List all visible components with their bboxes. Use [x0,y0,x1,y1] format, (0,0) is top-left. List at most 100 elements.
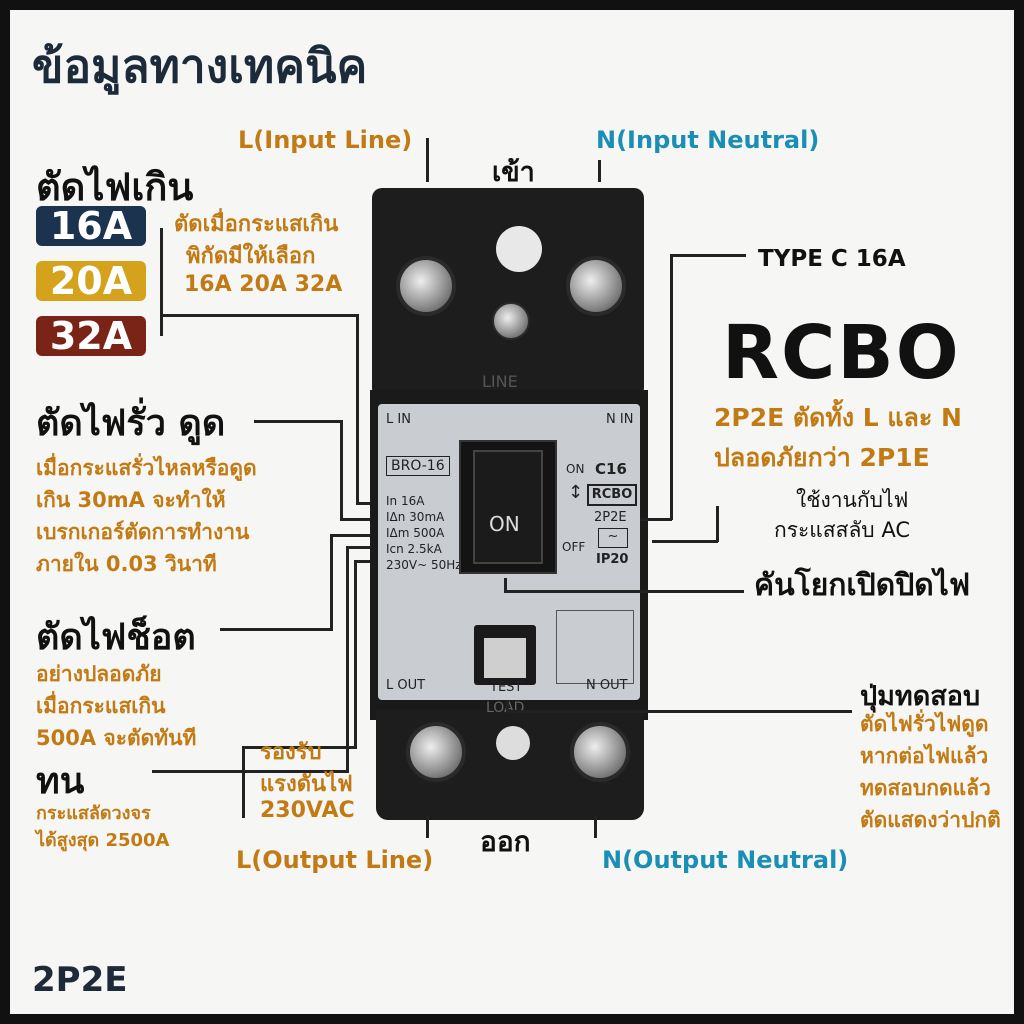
ac-connector-h [652,540,718,543]
short-desc-3: 500A จะตัดทันที [36,726,197,750]
ac-connector-v [716,506,719,542]
plate-rcbo: RCBO [587,484,637,506]
type-connector-v [670,254,673,520]
plate-spec-icn: Icn 2.5kA [386,542,442,556]
short-desc-1: อย่างปลอดภัย [36,662,162,686]
plate-spec-in: In 16A [386,494,425,508]
line-embossed-text: LINE [482,372,518,391]
overcurrent-connector-end [356,502,376,505]
overcurrent-desc-3: 16A 20A 32A [184,272,343,297]
input-label: เข้า [492,157,535,188]
test-desc-2: หากต่อไฟแล้ว [860,744,989,768]
n-input-label: N(Input Neutral) [596,126,820,154]
leakage-desc-3: เบรกเกอร์ตัดการทำงาน [36,520,250,544]
overcurrent-bracket [160,228,163,336]
test-connector-h [506,710,852,713]
test-connector-v [506,700,509,712]
l-output-label: L(Output Line) [236,846,434,874]
page-title: ข้อมูลทางเทคนิค [32,39,368,93]
leakage-desc-4: ภายใน 0.03 วินาที [36,552,217,576]
voltage-bracket [242,746,245,818]
test-desc-4: ตัดแสดงว่าปกติ [860,808,1001,832]
overcurrent-connector-h [160,314,356,317]
screw-bottom-left [406,722,466,782]
leakage-connector-v [340,420,343,520]
output-label: ออก [480,825,531,858]
voltage-connector-h [242,746,354,749]
plate-spec-im: IΔm 500A [386,526,445,540]
badge-32a: 32A [36,316,146,356]
plate-model: BRO-16 [386,456,450,476]
overcurrent-desc-2: พิกัดมีให้เลือก [186,244,316,269]
badge-20a: 20A [36,261,146,301]
test-heading: ปุ่มทดสอบ [860,681,981,712]
voltage-desc-2: แรงดันไฟ [260,772,353,797]
leakage-connector-h [254,420,340,423]
top-center-hole [496,226,542,272]
plate-on: ON [566,462,585,476]
plate-off: OFF [562,540,586,554]
plate-l-out: L OUT [386,678,426,693]
wiring-diagram-icon [556,610,634,684]
short-heading: ตัดไฟช็อต [36,617,196,658]
plate-test: TEST [490,680,523,695]
withstand-connector-h [152,770,348,773]
plate-c16: C16 [595,460,627,478]
infographic-canvas: ข้อมูลทางเทคนิค L(Input Line) N(Input Ne… [10,10,1014,1014]
withstand-connector-end [346,546,376,549]
overcurrent-heading: ตัดไฟเกิน [36,165,194,209]
voltage-desc-1: รองรับ [260,740,322,765]
rcbo-sub-2: ปลอดภัยกว่า 2P1E [714,443,930,472]
test-desc-1: ตัดไฟรั่วไฟดูด [860,712,989,736]
plate-spec-idn: IΔn 30mA [386,510,445,524]
voltage-desc-3: 230VAC [260,798,355,823]
ac-wave-icon: ~ [598,528,628,548]
short-connector-h [220,628,330,631]
test-desc-3: ทดสอบกดแล้ว [860,776,991,800]
l-input-line [426,138,429,182]
arrow-updown-icon: ↕ [568,482,584,503]
voltage-connector-end [354,560,376,563]
leakage-desc-2: เกิน 30mA จะทำให้ [36,488,226,512]
plate-n-in: N IN [606,412,634,427]
lever-label: คันโยกเปิดปิดไฟ [754,568,971,603]
ac-desc-2: กระแสสลับ AC [774,518,910,542]
n-output-line [594,816,597,838]
leakage-desc-1: เมื่อกระแสรั่วไหลหรือดูด [36,456,257,480]
short-desc-2: เมื่อกระแสเกิน [36,694,166,718]
plate-spec-voltage: 230V~ 50Hz [386,558,462,572]
lever-connector-h [504,590,744,593]
rcbo-sub-1: 2P2E ตัดทั้ง L และ N [714,403,962,432]
test-button[interactable] [484,638,526,678]
l-output-line [426,816,429,838]
withstand-desc-2: ได้สูงสุด 2500A [36,830,170,851]
on-off-lever[interactable]: ON [473,450,543,564]
screw-top-right [566,256,626,316]
leakage-connector-end [340,518,376,521]
lever-on-text: ON [489,512,520,536]
screw-top-center [492,302,530,340]
l-input-label: L(Input Line) [238,126,413,154]
short-connector-v [330,534,333,631]
overcurrent-connector-v [356,314,359,504]
lever-connector-v [504,578,507,592]
leakage-heading: ตัดไฟรั่ว ดูด [36,403,226,444]
rcbo-big-label: RCBO [722,310,961,396]
short-connector-end [330,534,376,537]
withstand-desc-1: กระแสลัดวงจร [36,803,151,824]
withstand-connector-v [346,546,349,773]
n-output-label: N(Output Neutral) [602,846,849,874]
plate-l-in: L IN [386,412,411,427]
overcurrent-desc-1: ตัดเมื่อกระแสเกิน [174,212,339,237]
type-connector-h [670,254,746,257]
voltage-connector-v [354,560,357,749]
withstand-heading: ทน [36,761,85,802]
plate-2p2e: 2P2E [594,510,627,525]
plate-n-out: N OUT [586,678,628,693]
ac-desc-1: ใช้งานกับไฟ [796,488,909,512]
plate-ip20: IP20 [596,552,629,567]
type-label: TYPE C 16A [758,246,906,272]
badge-16a: 16A [36,206,146,246]
footer-2p2e: 2P2E [32,960,128,1000]
type-connector-end [640,518,672,521]
